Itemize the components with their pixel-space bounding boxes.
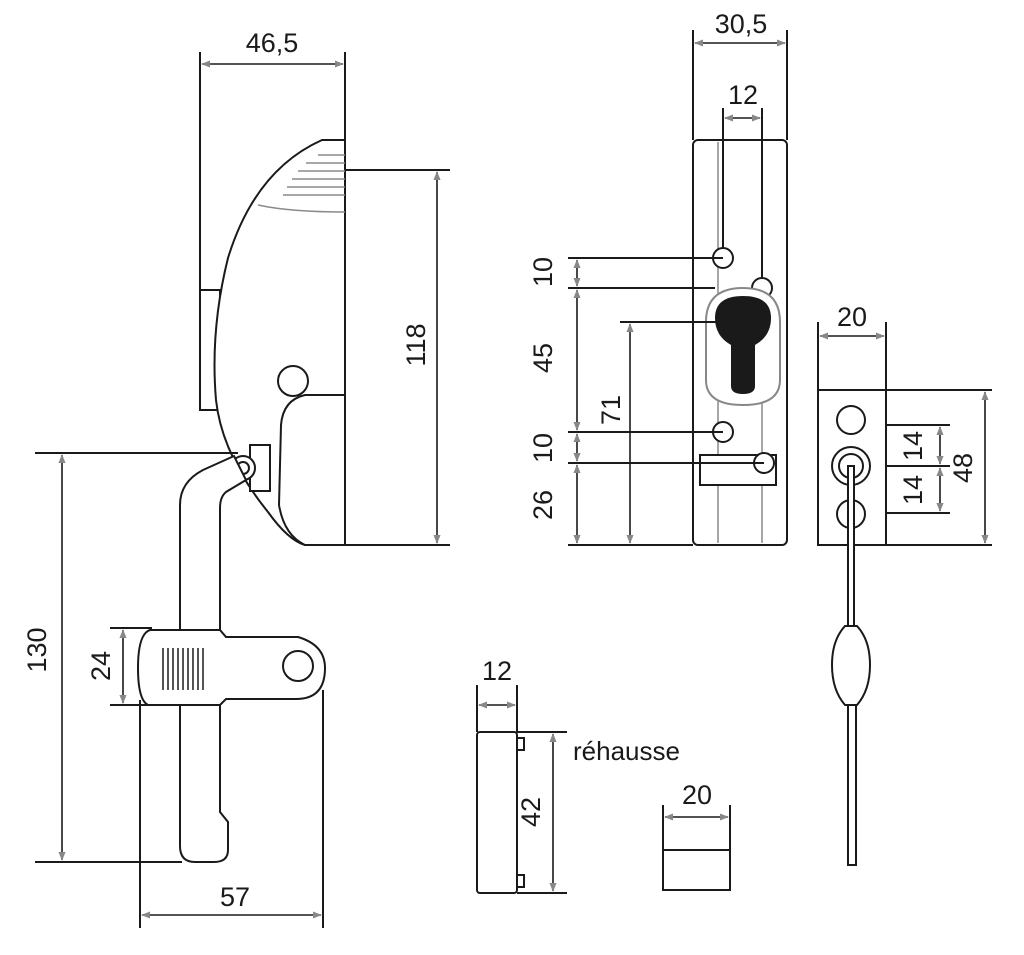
lower-block bbox=[277, 394, 346, 546]
spacer-block bbox=[662, 849, 731, 891]
body-vent-lines bbox=[283, 154, 345, 196]
handle-grip bbox=[136, 629, 327, 706]
dim-front-width: 30,5 bbox=[715, 9, 768, 39]
dim-cylinder-height: 45 bbox=[528, 343, 558, 373]
dim-riser-width: 12 bbox=[482, 656, 512, 686]
riser-tab-bottom bbox=[516, 874, 525, 888]
dim-body-height: 118 bbox=[401, 323, 431, 366]
dim-bottom-height: 26 bbox=[528, 490, 558, 520]
cable-end bbox=[847, 704, 857, 866]
dim-total-height: 130 bbox=[22, 627, 52, 672]
riser-block bbox=[476, 731, 518, 894]
cable bbox=[847, 465, 855, 631]
dim-riser-height: 42 bbox=[516, 797, 546, 827]
dim-top-width: 46,5 bbox=[246, 28, 299, 58]
body-screw-hole bbox=[277, 365, 309, 397]
grip-pivot bbox=[282, 650, 314, 682]
grip-grille bbox=[162, 648, 204, 690]
keeper-hole-top bbox=[836, 405, 866, 435]
side-view: 46,5 118 130 24 57 bbox=[22, 28, 450, 928]
keyhole-icon bbox=[715, 296, 771, 394]
spacer-view: 20 bbox=[662, 780, 731, 891]
riser-tab-top bbox=[516, 737, 525, 751]
dim-keeper-width: 20 bbox=[837, 302, 867, 332]
dim-keeper-height: 48 bbox=[948, 453, 978, 483]
front-view: 30,5 12 10 45 10 26 71 bbox=[528, 9, 788, 546]
dim-cylinder-axis: 71 bbox=[596, 395, 626, 425]
keeper-view: 20 14 14 48 bbox=[817, 302, 992, 866]
dim-lower-gap: 10 bbox=[528, 433, 558, 463]
dim-top-gap: 10 bbox=[528, 257, 558, 287]
riser-view: 12 42 réhausse bbox=[476, 656, 680, 894]
dim-spacer-width: 20 bbox=[682, 780, 712, 810]
dim-hole-offset: 12 bbox=[728, 80, 758, 110]
dim-spacing-upper: 14 bbox=[898, 431, 928, 461]
dim-spacing-lower: 14 bbox=[898, 475, 928, 505]
dim-handle-height: 24 bbox=[86, 651, 116, 681]
cable-sleeve bbox=[830, 625, 872, 706]
riser-label: réhausse bbox=[573, 736, 680, 766]
body-edge-line bbox=[257, 204, 346, 213]
dim-handle-width: 57 bbox=[220, 882, 250, 912]
